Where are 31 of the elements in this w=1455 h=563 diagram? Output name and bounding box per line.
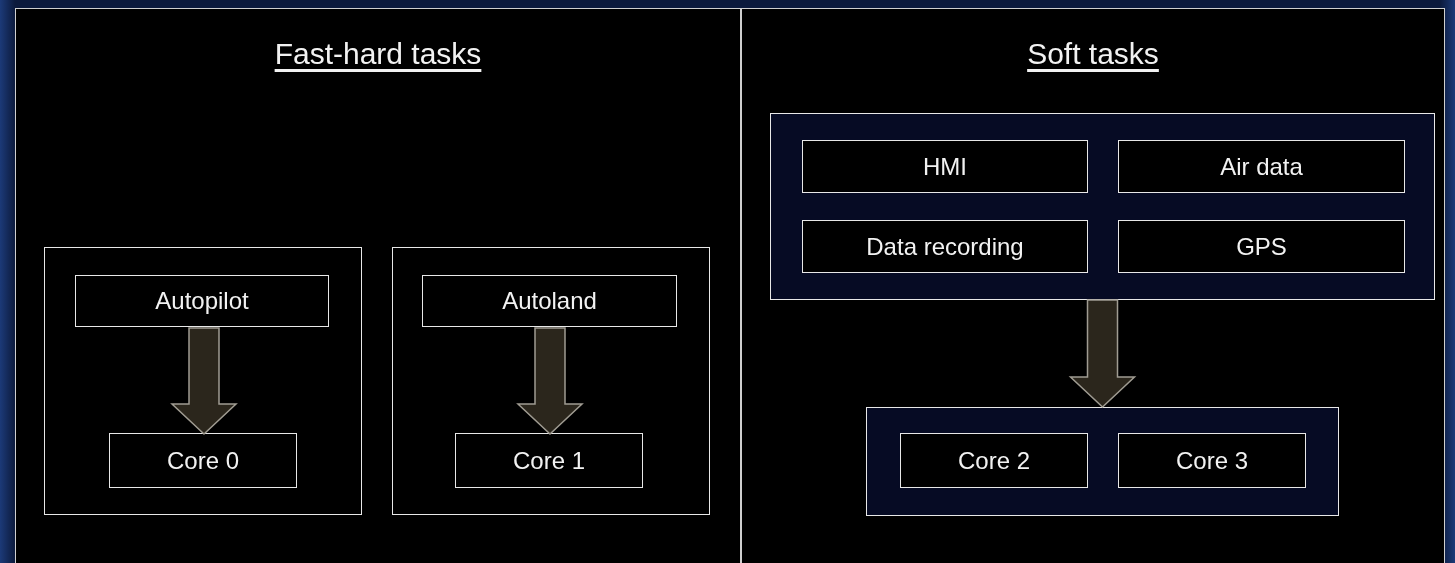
box-label: Data recording	[866, 232, 1024, 261]
task-box	[900, 433, 1088, 488]
box-label: Core 1	[512, 446, 585, 475]
task-box	[1118, 220, 1405, 273]
task-box	[1118, 140, 1405, 193]
group-frame	[43, 246, 362, 515]
block-arrow	[516, 327, 584, 436]
panel	[741, 8, 1445, 563]
panel	[15, 8, 741, 563]
section-heading: Soft tasks	[1026, 37, 1160, 71]
section-heading: Fast-hard tasks	[273, 37, 483, 71]
task-box	[422, 275, 677, 327]
box-label: Core 3	[1175, 446, 1248, 475]
task-box	[802, 220, 1088, 273]
box-label: Core 0	[166, 446, 239, 475]
group-frame	[865, 406, 1339, 516]
task-box	[75, 275, 329, 327]
group-frame	[769, 112, 1435, 300]
task-box	[109, 433, 297, 488]
box-label: HMI	[923, 152, 967, 181]
box-label: Air data	[1220, 152, 1303, 181]
box-label: Autoland	[502, 287, 597, 315]
group-frame	[391, 246, 710, 515]
block-arrow	[170, 327, 238, 436]
box-label: Autopilot	[155, 287, 249, 315]
task-box	[1118, 433, 1306, 488]
task-box	[802, 140, 1088, 193]
box-label: Core 2	[957, 446, 1030, 475]
block-arrow	[1068, 299, 1137, 409]
box-label: GPS	[1236, 232, 1287, 261]
task-box	[455, 433, 643, 488]
